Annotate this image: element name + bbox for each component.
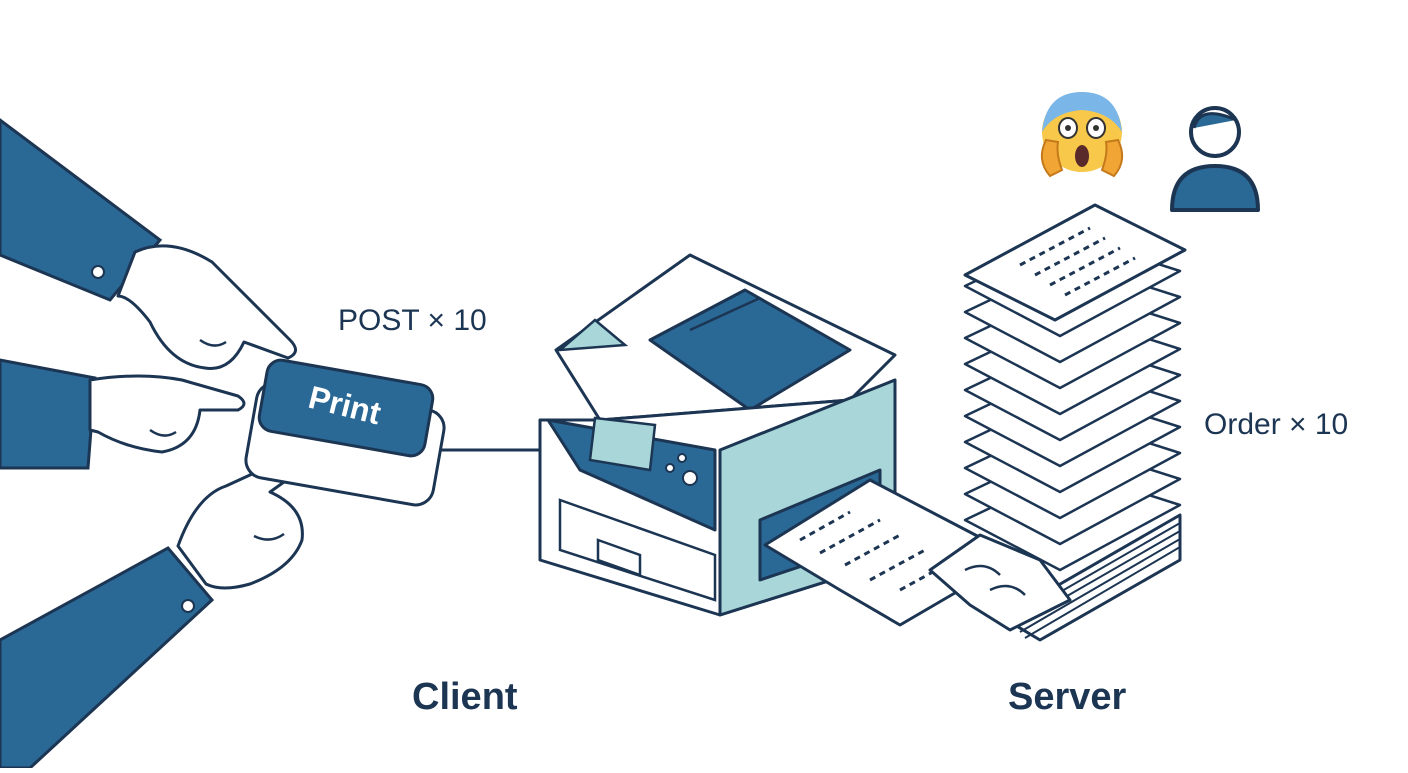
user-icon (1170, 106, 1260, 212)
hand-icon (0, 449, 314, 770)
order-count-label: Order × 10 (1204, 408, 1349, 441)
post-request-label: POST × 10 (338, 304, 487, 337)
hand-icon (0, 358, 246, 470)
client-label: Client (412, 676, 518, 718)
server-label: Server (1008, 676, 1127, 718)
print-button-icon: Print (244, 358, 446, 507)
paper-stack-icon (928, 203, 1187, 642)
scream-emoji-icon (1040, 92, 1124, 178)
hand-icon (0, 118, 297, 370)
